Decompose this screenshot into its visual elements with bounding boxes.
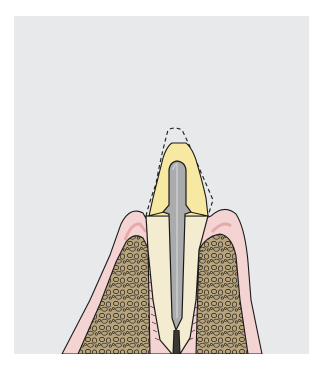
root-canal-fill <box>173 330 180 354</box>
